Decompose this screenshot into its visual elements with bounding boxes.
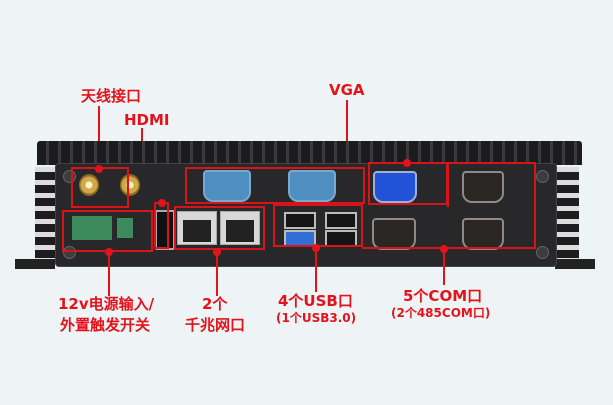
antenna-label: 天线接口 xyxy=(81,87,142,105)
usb-label-line1: 4个USB口 xyxy=(278,292,353,310)
com-port-4 xyxy=(372,218,416,250)
com-leader-line xyxy=(443,249,445,285)
power-terminal-block xyxy=(72,216,112,240)
power-highlight-box xyxy=(62,210,153,252)
usb-port xyxy=(284,212,316,229)
mounting-foot-right xyxy=(555,259,595,269)
power-label-line1: 12v电源输入/ xyxy=(58,295,155,313)
antenna-highlight-box xyxy=(71,167,129,208)
usb-port xyxy=(325,212,357,229)
screw-icon xyxy=(63,246,76,259)
vga-label: VGA xyxy=(329,81,365,99)
antenna-connector xyxy=(79,174,99,196)
screw-icon xyxy=(536,170,549,183)
io-panel xyxy=(55,163,557,267)
power-label-line2: 外置触发开关 xyxy=(60,316,151,334)
hdmi-highlight-box xyxy=(154,202,169,249)
com-right-top-box xyxy=(447,162,536,207)
antenna-leader-line xyxy=(98,106,100,170)
lan-port-2 xyxy=(220,211,260,245)
vga-port xyxy=(373,171,417,203)
lan-label-line2: 千兆网口 xyxy=(185,316,246,334)
hdmi-label: HDMI xyxy=(124,111,170,129)
lan-port-1 xyxy=(177,211,217,245)
com-label-line1: 5个COM口 xyxy=(403,287,483,305)
com-top-highlight-box xyxy=(185,167,365,204)
usb-highlight-box xyxy=(273,204,363,247)
antenna-marker-dot xyxy=(95,165,103,173)
hdmi-marker-dot xyxy=(158,199,166,207)
usb-leader-line xyxy=(315,248,317,292)
lan-highlight-box xyxy=(174,206,265,250)
com-port-rs485-1 xyxy=(203,170,251,202)
screw-icon xyxy=(536,246,549,259)
vga-marker-dot xyxy=(403,159,411,167)
heatsink-fins-top xyxy=(37,141,582,165)
com-port-5 xyxy=(462,218,504,250)
trigger-switch-terminal xyxy=(117,218,133,238)
com-label-line2: (2个485COM口) xyxy=(391,306,491,320)
industrial-pc-chassis xyxy=(15,141,595,269)
com-port-3 xyxy=(462,171,504,203)
lan-label-line1: 2个 xyxy=(202,295,228,313)
power-leader-line xyxy=(108,252,110,296)
mounting-foot-left xyxy=(15,259,55,269)
vga-leader-line xyxy=(346,100,348,163)
com-port-rs485-2 xyxy=(288,170,336,202)
antenna-connector xyxy=(120,174,140,196)
lan-leader-line xyxy=(216,252,218,296)
usb-label-line2: (1个USB3.0) xyxy=(276,311,357,325)
